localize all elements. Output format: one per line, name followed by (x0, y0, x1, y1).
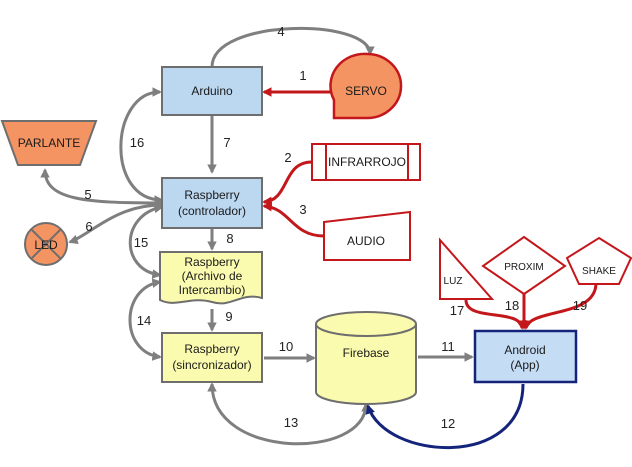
edge-13 (207, 382, 371, 446)
edge-label-3: 3 (299, 202, 306, 217)
node-android-line1: Android (504, 343, 545, 357)
node-proxim-label: PROXIM (504, 262, 543, 273)
node-raspberry-archivo-line3: Intercambio) (179, 283, 246, 297)
node-raspberry-controlador: Raspberry (controlador) (161, 177, 263, 229)
edge-6 (68, 203, 163, 244)
node-servo-label: SERVO (345, 84, 387, 98)
node-luz: LUZ (439, 237, 495, 300)
node-raspberry-archivo-line1: Raspberry (184, 255, 239, 269)
edge-5 (40, 168, 164, 208)
edge-2 (262, 160, 313, 207)
edge-label-15: 15 (134, 235, 148, 250)
node-led: LED (24, 222, 68, 266)
edge-19 (522, 282, 598, 330)
node-led-label: LED (34, 238, 58, 252)
edge-label-12: 12 (441, 416, 455, 431)
node-arduino: Arduino (161, 66, 263, 116)
node-parlante-label: PARLANTE (18, 136, 80, 150)
node-servo: SERVO (329, 52, 403, 120)
node-infrarrojo: INFRARROJO (311, 143, 421, 181)
edge-label-7: 7 (223, 135, 230, 150)
node-shake-label: SHAKE (582, 266, 616, 277)
node-raspberry-archivo-line2: (Archivo de (182, 269, 243, 283)
node-infrarrojo-label: INFRARROJO (328, 155, 406, 169)
node-proxim: PROXIM (481, 235, 567, 296)
node-firebase: Firebase (315, 311, 417, 405)
node-raspberry-controlador-line2: (controlador) (178, 204, 246, 218)
edge-label-8: 8 (226, 231, 233, 246)
node-shake: SHAKE (565, 236, 632, 285)
node-raspberry-archivo: Raspberry (Archivo de Intercambio) (159, 251, 263, 305)
node-arduino-label: Arduino (191, 84, 233, 98)
node-raspberry-sincronizador-line1: Raspberry (184, 342, 239, 356)
edge-label-18: 18 (505, 298, 519, 313)
edge-label-2: 2 (284, 150, 291, 165)
node-android-line2: (App) (510, 358, 539, 372)
node-raspberry-sincronizador: Raspberry (sincronizador) (161, 332, 263, 383)
edge-label-14: 14 (137, 313, 151, 328)
edge-4 (210, 27, 375, 68)
edge-label-10: 10 (279, 339, 293, 354)
edge-15 (128, 203, 164, 279)
edge-label-9: 9 (225, 309, 232, 324)
node-audio: AUDIO (323, 210, 411, 261)
node-raspberry-sincronizador-line2: (sincronizador) (172, 358, 251, 372)
edge-label-1: 1 (299, 68, 306, 83)
node-audio-label: AUDIO (347, 234, 385, 248)
edge-label-19: 19 (573, 298, 587, 313)
edge-label-16: 16 (130, 135, 144, 150)
node-parlante: PARLANTE (0, 120, 98, 166)
node-raspberry-controlador-line1: Raspberry (184, 188, 239, 202)
edge-label-13: 13 (284, 415, 298, 430)
edge-label-6: 6 (85, 219, 92, 234)
edge-3 (262, 201, 325, 238)
node-luz-label: LUZ (444, 276, 463, 287)
edge-12 (365, 383, 525, 450)
edge-label-5: 5 (84, 187, 91, 202)
edge-label-11: 11 (441, 339, 455, 354)
edge-14 (128, 278, 162, 361)
edge-label-17: 17 (450, 303, 464, 318)
edge-label-4: 4 (277, 24, 284, 39)
node-firebase-label: Firebase (343, 346, 390, 360)
node-android: Android (App) (473, 329, 578, 384)
